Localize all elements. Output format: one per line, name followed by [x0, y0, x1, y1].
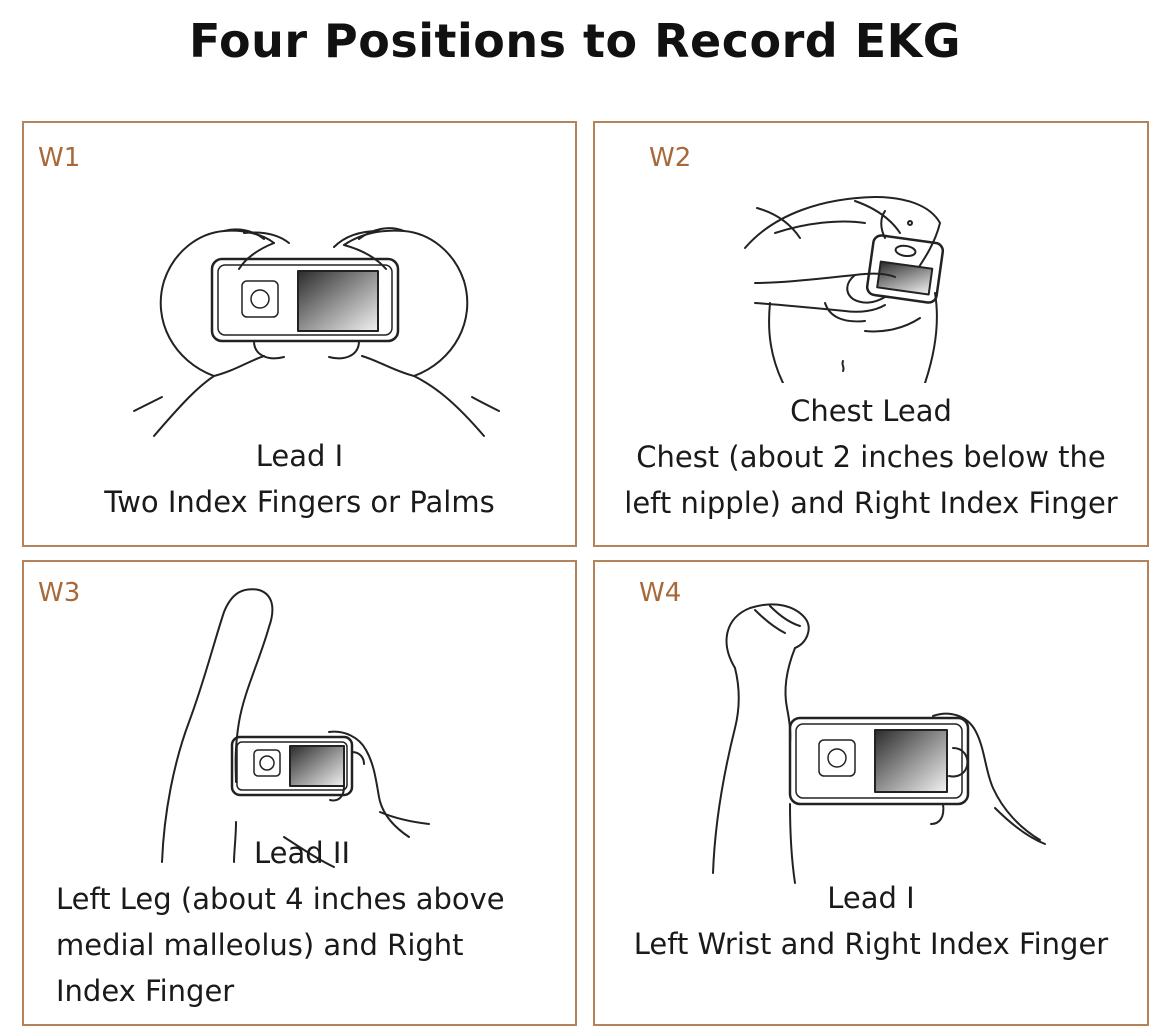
panel-tag-w1: W1	[38, 143, 81, 173]
panel-tag-w4: W4	[639, 578, 682, 608]
caption-line: Left Leg (about 4 inches above	[56, 882, 505, 916]
caption-line: medial malleolus) and Right	[56, 928, 464, 962]
illustration-two-hands-holding-device	[104, 211, 504, 441]
illustration-wrist-position	[695, 598, 1055, 888]
panel-w3: W3 Lead II Left Leg (about 4 inches abov…	[22, 560, 577, 1026]
panel-tag-w2: W2	[649, 143, 692, 173]
caption-line: Lead I	[827, 881, 915, 915]
panel-caption-w2: Chest Lead Chest (about 2 inches below t…	[595, 388, 1147, 526]
caption-line: Left Wrist and Right Index Finger	[633, 927, 1109, 961]
caption-line: Lead II	[254, 836, 350, 870]
illustration-leg-position	[144, 582, 444, 872]
caption-line: Two Index Fingers or Palms	[104, 485, 495, 519]
caption-line: left nipple) and Right Index Finger	[624, 486, 1118, 520]
ekg-device	[230, 735, 354, 797]
illustration-chest-position	[735, 183, 975, 383]
panel-caption-w1: Lead I Two Index Fingers or Palms	[24, 433, 575, 525]
panel-w4: W4 Lead I Left Wrist and Right Index Fin…	[593, 560, 1149, 1026]
panel-caption-w4: Lead I Left Wrist and Right Index Finger	[595, 875, 1147, 967]
ekg-device	[865, 234, 945, 304]
caption-line: Lead I	[255, 439, 344, 473]
caption-line: Index Finger	[56, 974, 235, 1008]
panel-w2: W2 Chest Lead Chest	[593, 121, 1149, 547]
panel-tag-w3: W3	[38, 578, 81, 608]
caption-line: Chest Lead	[790, 394, 952, 428]
caption-line: Chest (about 2 inches below the	[636, 440, 1106, 474]
page-title: Four Positions to Record EKG	[188, 14, 962, 68]
ekg-device	[210, 257, 400, 343]
panel-caption-w3: Lead II Left Leg (about 4 inches above m…	[56, 830, 576, 1014]
panel-w1: W1 Lead I Two Index	[22, 121, 577, 547]
